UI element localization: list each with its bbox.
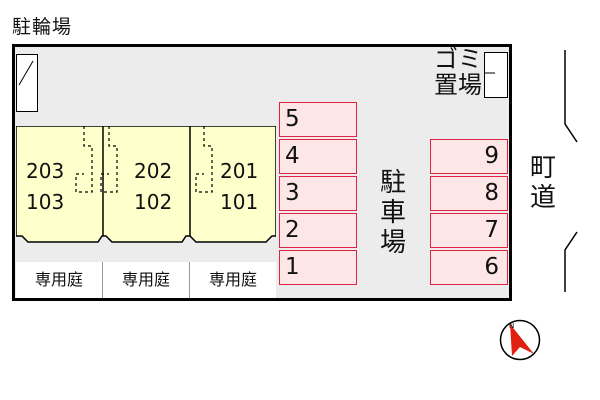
north-arrow-icon: N	[499, 319, 541, 361]
unit-102-label: 102	[134, 190, 172, 214]
road-edge-lower	[564, 231, 578, 292]
town-road-label: 町 道	[526, 153, 560, 213]
stair-outlines	[75, 126, 213, 193]
building-outline	[16, 126, 276, 243]
parking-left-column: 5 4 3 2 1	[279, 102, 357, 287]
building: 203 103 202 102 201 101	[16, 126, 276, 243]
parking-space-2: 2	[279, 213, 357, 248]
parking-space-6: 6	[430, 250, 508, 285]
unit-202-label: 202	[134, 159, 172, 183]
stair-outline-203	[75, 126, 93, 193]
bicycle-rack-leader-line	[18, 60, 34, 86]
parking-space-5: 5	[279, 102, 357, 137]
parking-right-column: 9 8 7 6	[430, 139, 508, 287]
road-label-char-1: 町	[529, 153, 556, 183]
private-garden-3: 専用庭	[208, 270, 257, 289]
parking-space-9: 9	[430, 139, 508, 174]
north-mark: N	[509, 322, 514, 330]
parking-label-char-2: 車	[379, 198, 406, 228]
parking-space-8: 8	[430, 176, 508, 211]
garbage-box	[484, 52, 508, 98]
bicycle-parking-label: 駐輪場	[12, 16, 73, 38]
stair-outline-201	[195, 126, 213, 193]
north-arrow-pointer	[510, 324, 534, 356]
parking-space-4: 4	[279, 139, 357, 174]
parking-space-3: 3	[279, 176, 357, 211]
bicycle-rack	[16, 54, 38, 112]
road-label-char-2: 道	[529, 183, 556, 213]
parking-space-1: 1	[279, 250, 357, 285]
private-garden-row: 専用庭 専用庭 専用庭	[16, 262, 276, 298]
road-edge-upper	[564, 50, 578, 143]
parking-space-7: 7	[430, 213, 508, 248]
garbage-area-label: ゴミ 置場	[420, 46, 482, 98]
unit-103-label: 103	[26, 190, 64, 214]
private-garden-2: 専用庭	[103, 262, 190, 298]
road-edge-lines	[564, 50, 578, 292]
unit-201-label: 201	[220, 159, 258, 183]
unit-101-label: 101	[220, 190, 258, 214]
garbage-label-line-1: ゴミ	[434, 45, 482, 73]
parking-label-char-1: 駐	[379, 168, 406, 198]
garbage-label-line-2: 置場	[434, 71, 482, 99]
stair-outline-202	[100, 126, 118, 193]
garbage-box-leader-line	[485, 72, 495, 74]
private-garden-1: 専用庭	[16, 262, 103, 298]
unit-203-label: 203	[26, 159, 64, 183]
parking-lot-label: 駐 車 場	[376, 168, 410, 258]
parking-label-char-3: 場	[379, 228, 406, 258]
